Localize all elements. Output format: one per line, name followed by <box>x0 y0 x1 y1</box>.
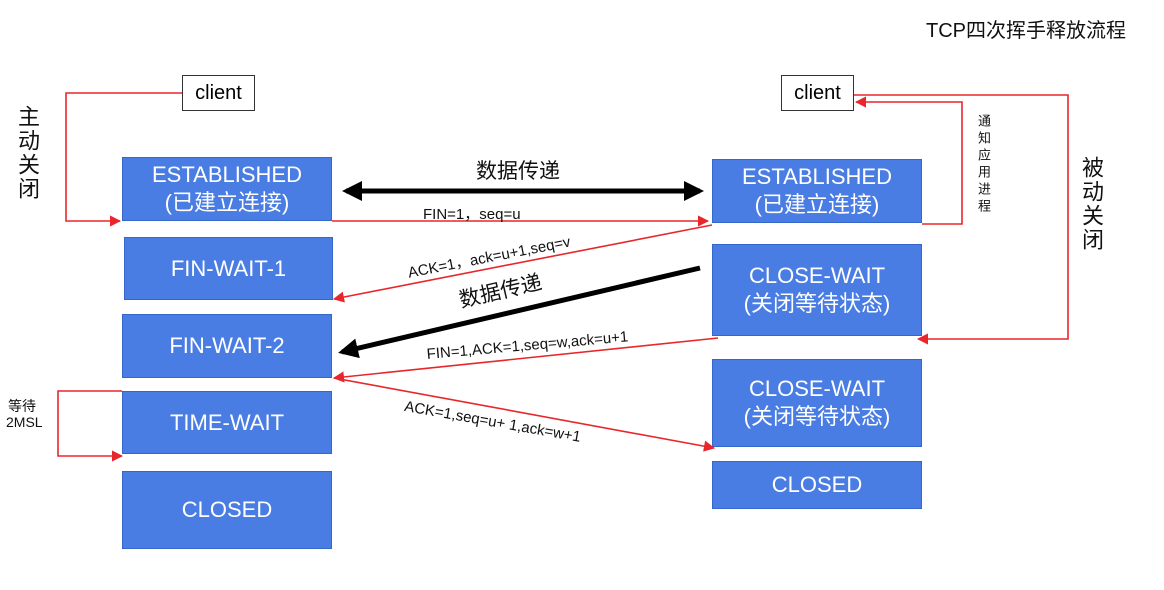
active-close-label: 主动关闭 <box>15 105 40 201</box>
close-wait-a-desc: (关闭等待状态) <box>743 291 891 316</box>
close-wait-b-label: CLOSE-WAIT <box>748 376 886 401</box>
fin1-label: FIN=1，seq=u <box>423 206 521 223</box>
client-right-box: client <box>781 75 854 111</box>
left-established-box: ESTABLISHED (已建立连接) <box>122 157 332 221</box>
close-wait-a-label: CLOSE-WAIT <box>748 263 886 288</box>
wait-2msl-connector <box>57 390 124 462</box>
msl-label: 2MSL <box>6 414 43 430</box>
wait-label: 等待 <box>8 398 36 414</box>
notify-connector <box>854 96 963 225</box>
fin-wait-2-box: FIN-WAIT-2 <box>122 314 332 378</box>
left-closed-label: CLOSED <box>181 497 273 522</box>
time-wait-label: TIME-WAIT <box>169 409 285 435</box>
left-established-desc: (已建立连接) <box>164 190 290 215</box>
time-wait-box: TIME-WAIT <box>122 391 332 454</box>
right-closed-box: CLOSED <box>712 461 922 509</box>
fin-wait-1-box: FIN-WAIT-1 <box>124 237 333 300</box>
left-established-label: ESTABLISHED <box>152 162 302 187</box>
left-closed-box: CLOSED <box>122 471 332 549</box>
passive-close-label: 被动关闭 <box>1079 156 1104 252</box>
right-established-label: ESTABLISHED <box>742 164 892 189</box>
ack2-arrow <box>333 377 716 452</box>
right-closed-label: CLOSED <box>771 472 863 497</box>
close-wait-box-a: CLOSE-WAIT (关闭等待状态) <box>712 244 922 336</box>
ack1-arrow <box>332 224 713 303</box>
data-transfer-mid-arrow <box>338 265 701 359</box>
active-close-connector <box>65 92 182 227</box>
close-wait-b-desc: (关闭等待状态) <box>743 404 891 429</box>
diagram-title: TCP四次挥手释放流程 <box>926 20 1126 42</box>
notify-process-label: 通知应用进程 <box>976 114 991 216</box>
fin-wait-2-label: FIN-WAIT-2 <box>169 333 285 358</box>
right-established-box: ESTABLISHED (已建立连接) <box>712 159 922 223</box>
client-left-box: client <box>182 75 255 111</box>
fin-wait-1-label: FIN-WAIT-1 <box>170 255 287 281</box>
close-wait-box-b: CLOSE-WAIT (关闭等待状态) <box>712 359 922 447</box>
data-transfer-top-label: 数据传递 <box>476 160 560 183</box>
passive-close-connector <box>854 94 1069 345</box>
right-established-desc: (已建立连接) <box>754 192 880 217</box>
fin2-arrow <box>332 337 719 383</box>
